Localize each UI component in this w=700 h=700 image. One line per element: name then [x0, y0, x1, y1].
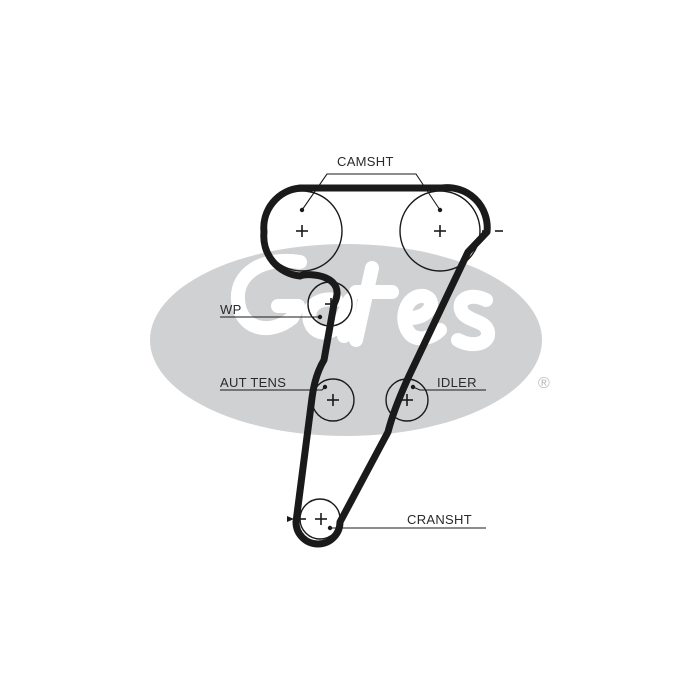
camshaft-leader-line — [301, 173, 441, 211]
camshaft-left-center-mark — [296, 225, 308, 237]
auto-tensioner-leader-dot — [322, 384, 328, 390]
auto-tensioner-label: AUT TENS — [220, 375, 287, 390]
crankshaft-leader-dot — [327, 525, 333, 531]
crankshaft-center-mark — [315, 513, 327, 525]
camshaft-right-center-mark — [434, 225, 446, 237]
water-pump-leader-dot — [317, 314, 323, 320]
idler-pulley — [385, 378, 429, 422]
idler-label: IDLER — [437, 375, 477, 390]
camshaft-pulley-left — [261, 190, 343, 272]
auto-tensioner-center-mark — [327, 394, 339, 406]
camshaft-label: CAMSHT — [337, 154, 394, 169]
idler-center-mark — [401, 394, 413, 406]
camshaft-pulley-right — [399, 190, 481, 272]
auto-tensioner-pulley — [311, 378, 355, 422]
crankshaft-timing-mark — [287, 516, 306, 522]
crankshaft-label: CRANSHT — [407, 512, 472, 527]
water-pump-pulley — [307, 281, 353, 327]
camshaft-left-leader-dot — [299, 207, 305, 213]
water-pump-label: WP — [220, 302, 242, 317]
idler-leader-dot — [410, 384, 416, 390]
camshaft-right-leader-dot — [437, 207, 443, 213]
idler-leader-line — [412, 386, 486, 391]
registered-mark: ® — [538, 375, 550, 392]
water-pump-center-mark — [325, 298, 337, 310]
gates-watermark-logo: ® — [150, 244, 550, 436]
timing-belt — [260, 184, 491, 548]
